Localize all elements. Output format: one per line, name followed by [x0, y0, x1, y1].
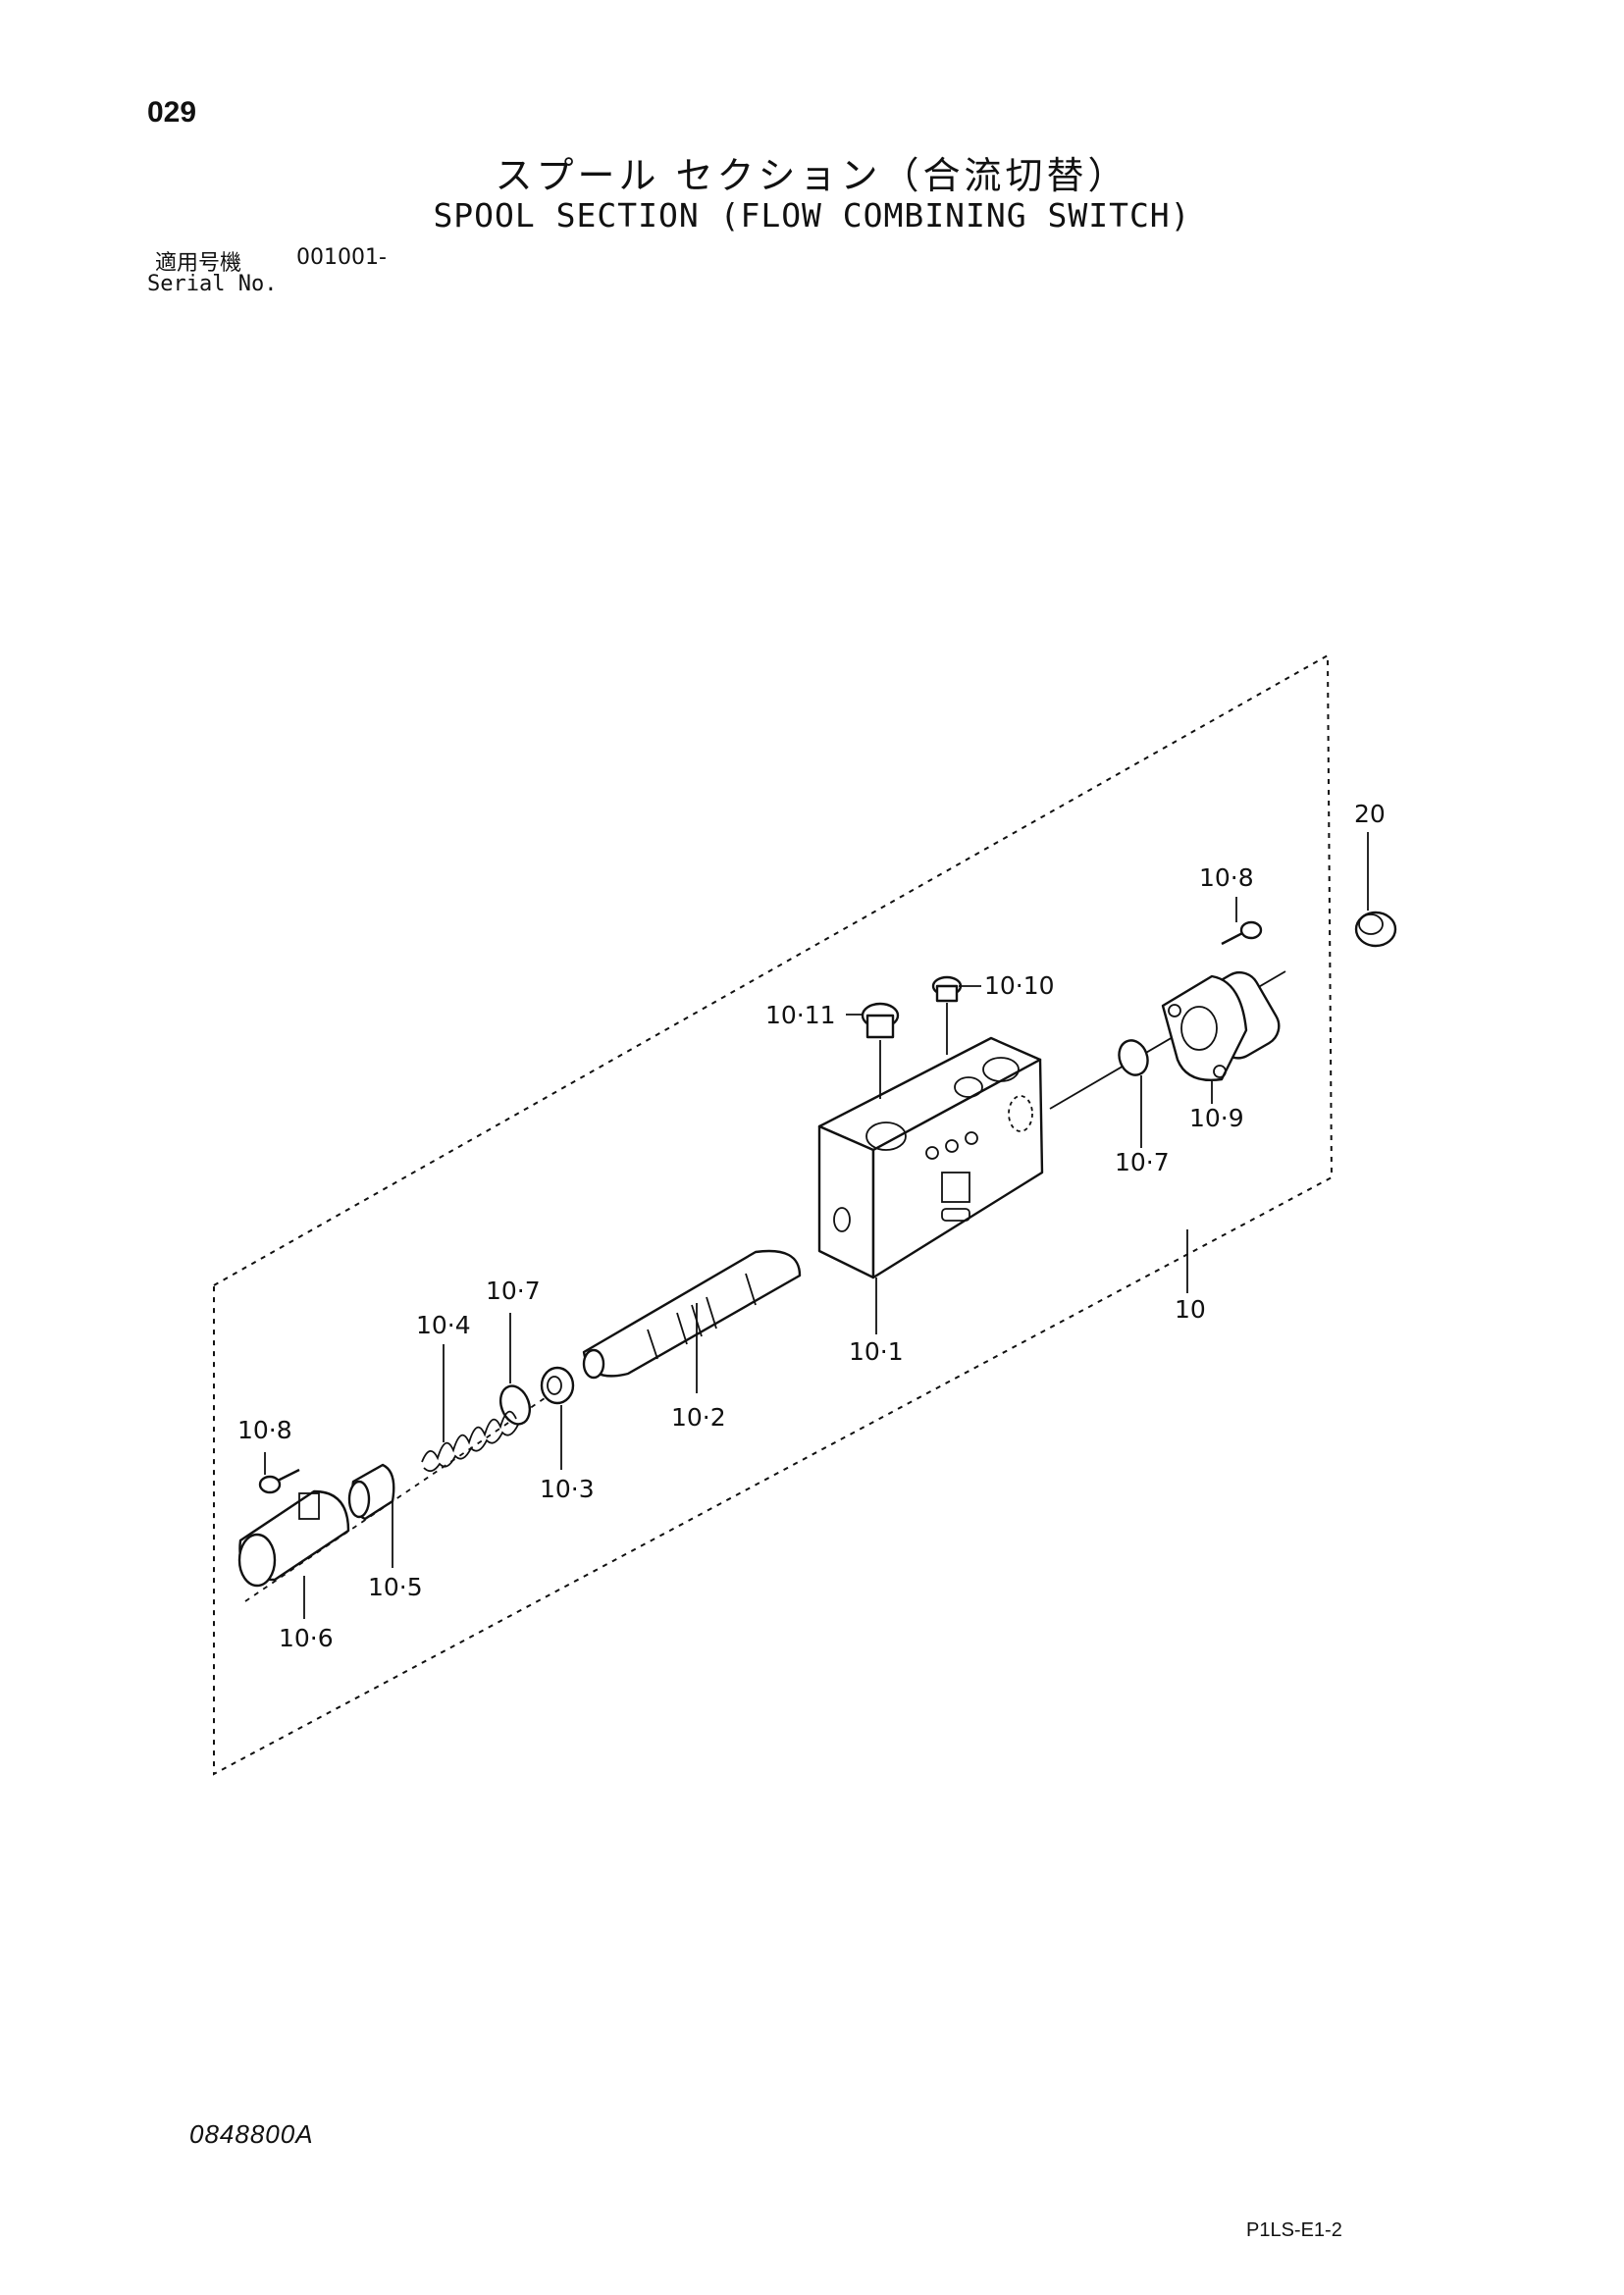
- label-10-7-left: 10·7: [486, 1277, 541, 1305]
- part-10-10-plug: [931, 975, 963, 1055]
- assembly-boundary: [213, 653, 1334, 1776]
- label-10-8-top: 10·8: [1199, 863, 1254, 892]
- label-10-8-left: 10·8: [237, 1416, 292, 1444]
- label-10-1: 10·1: [849, 1337, 904, 1366]
- label-20: 20: [1354, 800, 1386, 828]
- part-10-7-oring-right: [1118, 1039, 1149, 1076]
- page-title-english: SPOOL SECTION (FLOW COMBINING SWITCH): [433, 196, 1191, 235]
- part-10-4-spring: [421, 1410, 519, 1473]
- part-10-3-collar: [540, 1366, 575, 1405]
- part-10-6-cap: [237, 1489, 350, 1588]
- label-10-7-right: 10·7: [1115, 1148, 1170, 1176]
- label-10-2: 10·2: [671, 1403, 726, 1432]
- label-10-6: 10·6: [279, 1624, 334, 1652]
- label-10: 10: [1175, 1295, 1206, 1324]
- part-20-plug: [1354, 911, 1397, 948]
- label-10-5: 10·5: [368, 1573, 423, 1601]
- part-10-8-bolt-top: [1221, 920, 1263, 946]
- serial-label-english: Serial No.: [147, 272, 278, 296]
- drawing-number: 0848800A: [189, 2119, 314, 2149]
- label-10-9: 10·9: [1189, 1104, 1244, 1132]
- part-10-8-bolt-left: [258, 1468, 300, 1494]
- part-10-11-plug: [861, 1002, 900, 1099]
- serial-number-value: 001001-: [296, 245, 387, 270]
- part-10-7-oring-left: [498, 1384, 532, 1426]
- part-10-9-cover: [1161, 970, 1281, 1081]
- serial-label-japanese: 適用号機: [155, 251, 242, 276]
- label-10-10: 10·10: [984, 971, 1055, 1000]
- page-title-japanese: スプール セクション（合流切替）: [495, 154, 1129, 197]
- page-number: 029: [147, 96, 197, 129]
- label-10-11: 10·11: [765, 1001, 836, 1029]
- label-10-4: 10·4: [416, 1311, 471, 1339]
- part-10-5-spacer: [347, 1463, 395, 1521]
- label-10-3: 10·3: [540, 1475, 595, 1503]
- page-code: P1LS-E1-2: [1246, 2219, 1342, 2241]
- part-10-2-spool: [582, 1249, 802, 1380]
- part-10-1-valve-body: [817, 1036, 1044, 1279]
